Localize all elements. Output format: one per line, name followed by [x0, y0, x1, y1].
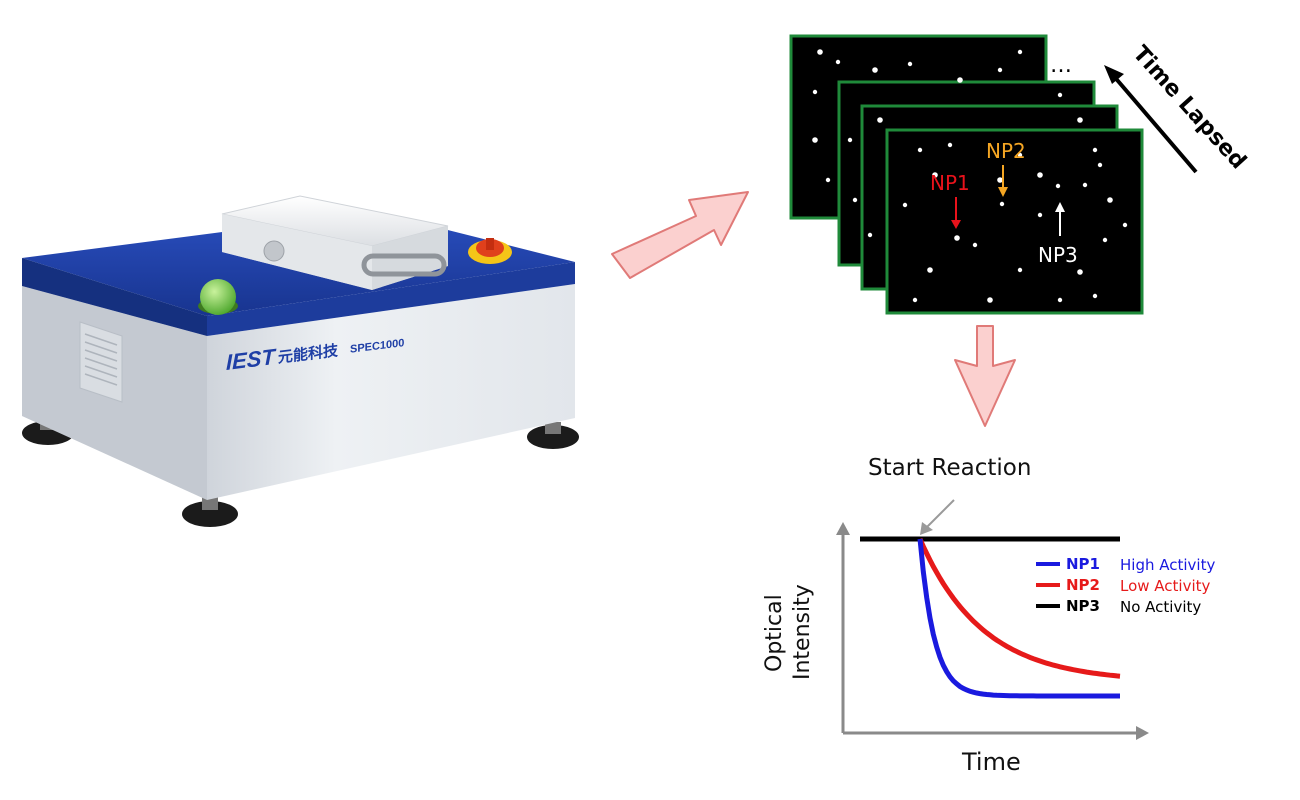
- y-axis-label-line2: Intensity: [790, 584, 815, 680]
- more-frames-ellipsis: …: [1050, 53, 1072, 78]
- legend-np1-name: NP1: [1066, 555, 1100, 573]
- emergency-stop: [468, 238, 512, 264]
- frame-1: [885, 128, 1144, 315]
- np2-pointer: [998, 187, 1008, 197]
- legend-np3-name: NP3: [1066, 597, 1100, 615]
- nanoparticle-dot: [932, 172, 938, 178]
- nanoparticle-dot: [877, 117, 883, 123]
- legend-np3-desc: No Activity: [1120, 598, 1201, 616]
- nanoparticle-dot: [1092, 293, 1098, 299]
- np1-label: NP1: [930, 171, 970, 195]
- chamber-handle: [361, 253, 447, 277]
- legend-np2-desc: Low Activity: [1120, 577, 1211, 595]
- nanoparticle-dot: [1037, 172, 1043, 178]
- np2-label: NP2: [986, 139, 1026, 163]
- start-reaction-pointer: [925, 499, 955, 529]
- kinetics-plot: Start Reaction Optical Intensity Time NP…: [762, 455, 1215, 776]
- down-arrow: [954, 325, 1016, 427]
- np3-label: NP3: [1038, 243, 1078, 267]
- nanoparticle-dot: [812, 89, 818, 95]
- legend-item-np1: NP1 High Activity: [1036, 555, 1215, 574]
- power-button: [198, 279, 238, 315]
- time-lapsed-label: Time Lapsed: [1128, 41, 1251, 174]
- nanoparticle-dot: [912, 297, 918, 303]
- nanoparticle-dot: [1017, 152, 1023, 158]
- x-axis-label: Time: [961, 748, 1021, 776]
- nanoparticle-dot: [1017, 267, 1023, 273]
- nanoparticle-dot: [997, 67, 1003, 73]
- nanoparticle-dot: [987, 297, 993, 303]
- time-lapsed-arrow: [1110, 72, 1198, 174]
- nanoparticle-dot: [954, 235, 960, 241]
- diagonal-arrow: [611, 191, 749, 279]
- nanoparticle-dot: [1057, 297, 1063, 303]
- series-line-np1: [917, 538, 1120, 699]
- sample-chamber: [221, 195, 449, 290]
- nanoparticle-dot: [927, 267, 933, 273]
- vent-grille: [79, 321, 123, 403]
- nanoparticle-dot: [867, 232, 873, 238]
- nanoparticle-dot: [917, 147, 923, 153]
- nanoparticle-dot: [1057, 92, 1063, 98]
- nanoparticle-dot: [957, 77, 963, 83]
- nanoparticle-dot: [1097, 162, 1103, 168]
- nanoparticle-dot: [852, 197, 858, 203]
- nanoparticle-dot: [1017, 49, 1023, 55]
- instrument-illustration: IEST 元能科技 SPEC1000: [22, 195, 579, 527]
- instrument-front-face: [207, 284, 575, 500]
- nanoparticle-dot: [1037, 212, 1043, 218]
- nanoparticle-dot: [997, 177, 1003, 183]
- nanoparticle-dot: [1077, 117, 1083, 123]
- np3-pointer: [1055, 202, 1065, 212]
- nanoparticle-dot: [825, 177, 831, 183]
- nanoparticle-dot: [835, 59, 841, 65]
- frame-stack: [789, 34, 1144, 315]
- nanoparticle-dot: [947, 142, 953, 148]
- nanoparticle-dot: [1122, 222, 1128, 228]
- nanoparticle-dot: [907, 61, 913, 67]
- start-reaction-label: Start Reaction: [868, 455, 1031, 481]
- legend: NP1 High Activity NP2 Low Activity NP3 N…: [1036, 555, 1215, 616]
- nanoparticle-dot: [812, 137, 818, 143]
- nanoparticle-dot: [972, 242, 978, 248]
- nanoparticle-dots: [812, 49, 1128, 303]
- nanoparticle-dot: [1107, 197, 1113, 203]
- legend-item-np3: NP3 No Activity: [1036, 597, 1201, 616]
- nanoparticle-dot: [1092, 147, 1098, 153]
- legend-item-np2: NP2 Low Activity: [1036, 576, 1211, 595]
- legend-np1-desc: High Activity: [1120, 556, 1215, 574]
- series-line-np2: [917, 537, 1121, 679]
- nanoparticle-dot: [872, 67, 878, 73]
- nanoparticle-dot: [1077, 269, 1083, 275]
- nanoparticle-dot: [1102, 237, 1108, 243]
- np1-pointer: [951, 220, 961, 229]
- y-axis-label-line1: Optical: [762, 594, 787, 672]
- nanoparticle-dot: [817, 49, 823, 55]
- nanoparticle-dot: [847, 137, 853, 143]
- nanoparticle-dot: [1055, 183, 1061, 189]
- nanoparticle-dot: [902, 202, 908, 208]
- nanoparticle-dot: [1082, 182, 1088, 188]
- legend-np2-name: NP2: [1066, 576, 1100, 594]
- nanoparticle-dot: [999, 201, 1005, 207]
